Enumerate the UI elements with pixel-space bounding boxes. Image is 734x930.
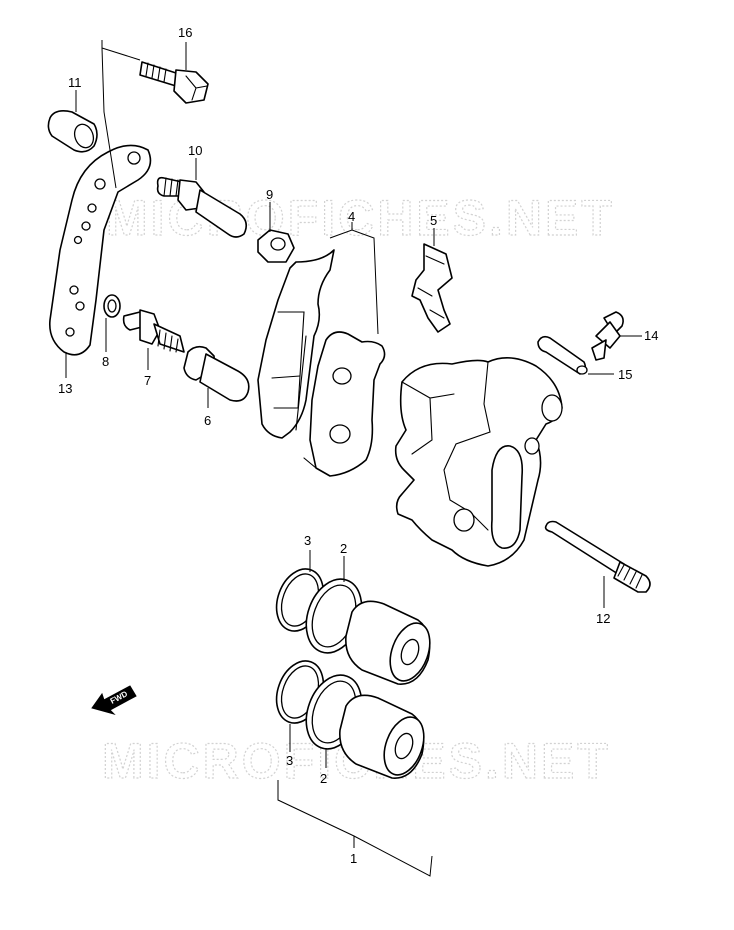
callout-2-lower: 2: [320, 771, 327, 786]
part-7-bolt[interactable]: [122, 309, 185, 353]
leader-lines: [65, 40, 642, 877]
seal-2-upper[interactable]: [297, 571, 372, 660]
part-9-nut[interactable]: [257, 229, 295, 263]
part-16-bolt[interactable]: [139, 61, 209, 104]
part-4-brake-pads[interactable]: [257, 249, 386, 477]
part-15-cap[interactable]: [537, 335, 588, 375]
part-11-collar[interactable]: [47, 110, 98, 153]
callout-5: 5: [430, 213, 437, 228]
callout-1: 1: [350, 851, 357, 866]
fwd-arrow-icon: FWD: [91, 685, 137, 715]
callout-14: 14: [644, 328, 658, 343]
part-5-clip[interactable]: [411, 243, 453, 333]
callout-13: 13: [58, 381, 72, 396]
callout-11: 11: [68, 75, 82, 90]
callout-2-upper: 2: [340, 541, 347, 556]
callout-9: 9: [266, 187, 273, 202]
part-10-pin-bolt[interactable]: [156, 176, 248, 238]
piston-upper[interactable]: [345, 600, 437, 686]
callout-4: 4: [348, 209, 355, 224]
part-6-sleeve-pin[interactable]: [183, 345, 250, 402]
callout-3-upper: 3: [304, 533, 311, 548]
callout-7: 7: [144, 373, 151, 388]
callout-8: 8: [102, 354, 109, 369]
callout-15: 15: [618, 367, 632, 382]
callout-16: 16: [178, 25, 192, 40]
callout-6: 6: [204, 413, 211, 428]
callout-10: 10: [188, 143, 202, 158]
callout-12: 12: [596, 611, 610, 626]
part-12-pin[interactable]: [544, 520, 651, 593]
part-8-washer[interactable]: [103, 294, 121, 318]
piston-lower[interactable]: [339, 694, 431, 780]
part-14-bleeder-screw[interactable]: [591, 311, 624, 361]
caliper-body[interactable]: [394, 357, 563, 567]
part-13-bracket[interactable]: [48, 144, 152, 356]
callout-3-lower: 3: [286, 753, 293, 768]
